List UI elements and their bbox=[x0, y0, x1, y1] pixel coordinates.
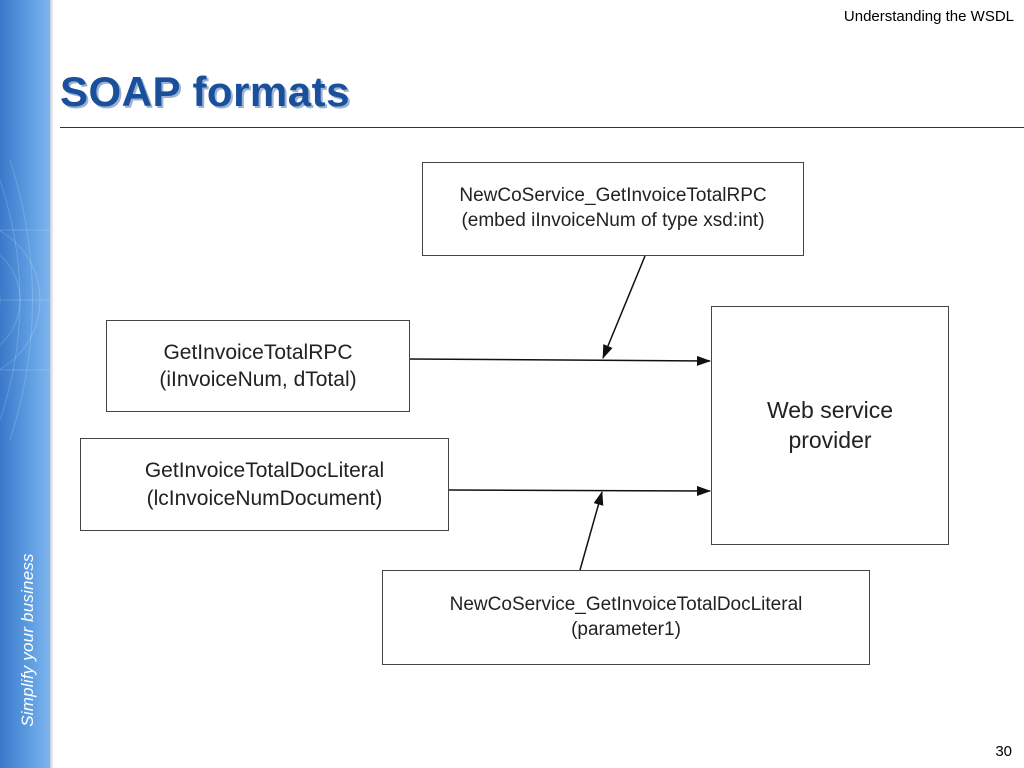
title-divider bbox=[60, 127, 1024, 128]
arrow-rpc-service-to-rpc-line bbox=[602, 255, 646, 359]
provider-line1: Web service bbox=[766, 396, 894, 423]
rpc-call-name: GetInvoiceTotalRPC bbox=[163, 340, 353, 364]
doc-service-detail: (parameter1) bbox=[571, 618, 681, 640]
arrow-doc-to-provider bbox=[448, 485, 711, 496]
doc-service-box: NewCoService_GetInvoiceTotalDocLiteral (… bbox=[382, 570, 870, 665]
arrow-doc-service-to-doc-line bbox=[579, 491, 604, 571]
arrow-rpc-to-provider bbox=[409, 355, 711, 366]
section-label: Understanding the WSDL bbox=[843, 8, 1014, 25]
rpc-service-name: NewCoService_GetInvoiceTotalRPC bbox=[459, 185, 767, 207]
doc-service-name: NewCoService_GetInvoiceTotalDocLiteral bbox=[449, 593, 803, 615]
globe-watermark-graphic bbox=[0, 159, 50, 441]
provider-line2: provider bbox=[788, 426, 872, 453]
doc-call-box: GetInvoiceTotalDocLiteral (lcInvoiceNumD… bbox=[80, 438, 449, 531]
rpc-service-detail: (embed iInvoiceNum of type xsd:int) bbox=[461, 210, 765, 231]
sidebar-shadow bbox=[50, 0, 54, 768]
sidebar: Simplify your business bbox=[0, 0, 50, 768]
rpc-call-params: (iInvoiceNum, dTotal) bbox=[159, 368, 357, 391]
rpc-service-box: NewCoService_GetInvoiceTotalRPC (embed i… bbox=[422, 162, 804, 256]
provider-box: Web service provider bbox=[711, 306, 949, 545]
doc-call-name: GetInvoiceTotalDocLiteral bbox=[144, 459, 385, 483]
slide-title: SOAP formats bbox=[60, 68, 350, 115]
doc-call-params: (lcInvoiceNumDocument) bbox=[146, 486, 383, 510]
rpc-call-box: GetInvoiceTotalRPC (iInvoiceNum, dTotal) bbox=[106, 320, 410, 412]
page-number: 30 bbox=[995, 743, 1012, 760]
